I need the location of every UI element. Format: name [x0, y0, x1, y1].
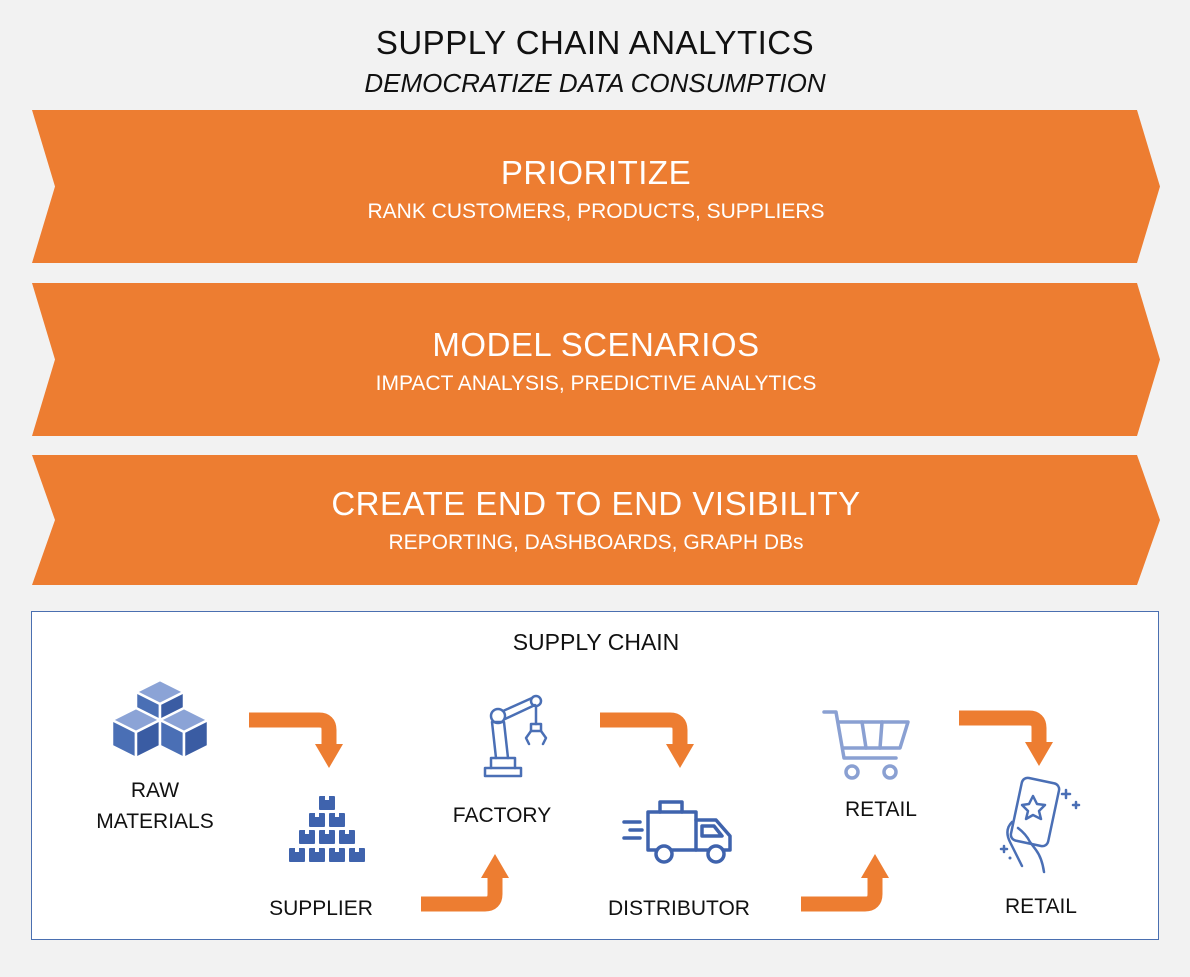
- cubes-icon: [110, 678, 210, 760]
- boxes-pyramid-icon: [289, 796, 365, 862]
- band-prioritize: PRIORITIZE RANK CUSTOMERS, PRODUCTS, SUP…: [32, 110, 1160, 263]
- band-heading: CREATE END TO END VISIBILITY: [331, 485, 861, 522]
- supply-chain-title: SUPPLY CHAIN: [512, 629, 680, 655]
- page-subtitle: DEMOCRATIZE DATA CONSUMPTION: [364, 68, 826, 98]
- flow-arrow-up: [421, 854, 509, 912]
- page-title: SUPPLY CHAIN ANALYTICS: [375, 24, 815, 61]
- flow-arrow-up: [801, 854, 889, 912]
- delivery-truck-icon: [622, 800, 732, 864]
- flow-arrow-down: [249, 712, 343, 768]
- band-subheading: REPORTING, DASHBOARDS, GRAPH DBs: [388, 531, 804, 554]
- stage-label-supplier: SUPPLIER: [269, 897, 373, 920]
- stage-label-raw-materials: RAW MATERIALS: [96, 779, 214, 833]
- flow-arrow-down: [959, 710, 1053, 766]
- band-subheading: RANK CUSTOMERS, PRODUCTS, SUPPLIERS: [367, 200, 825, 223]
- shopping-cart-icon: [822, 710, 910, 780]
- band-end-to-end-visibility: CREATE END TO END VISIBILITY REPORTING, …: [32, 455, 1160, 585]
- stage-label-retail-cart: RETAIL: [845, 798, 917, 821]
- robot-arm-icon: [483, 694, 548, 778]
- flow-arrow-down: [600, 712, 694, 768]
- stage-label-retail-mobile: RETAIL: [1005, 895, 1077, 918]
- supply-chain-panel: SUPPLY CHAIN RAW MATERIALS: [31, 611, 1159, 940]
- stage-label-distributor: DISTRIBUTOR: [608, 897, 750, 920]
- band-subheading: IMPACT ANALYSIS, PREDICTIVE ANALYTICS: [375, 372, 817, 395]
- band-heading: MODEL SCENARIOS: [432, 326, 760, 363]
- band-heading: PRIORITIZE: [500, 154, 692, 191]
- mobile-phone-icon: [999, 776, 1081, 874]
- stage-label-factory: FACTORY: [452, 804, 552, 827]
- band-model-scenarios: MODEL SCENARIOS IMPACT ANALYSIS, PREDICT…: [32, 283, 1160, 436]
